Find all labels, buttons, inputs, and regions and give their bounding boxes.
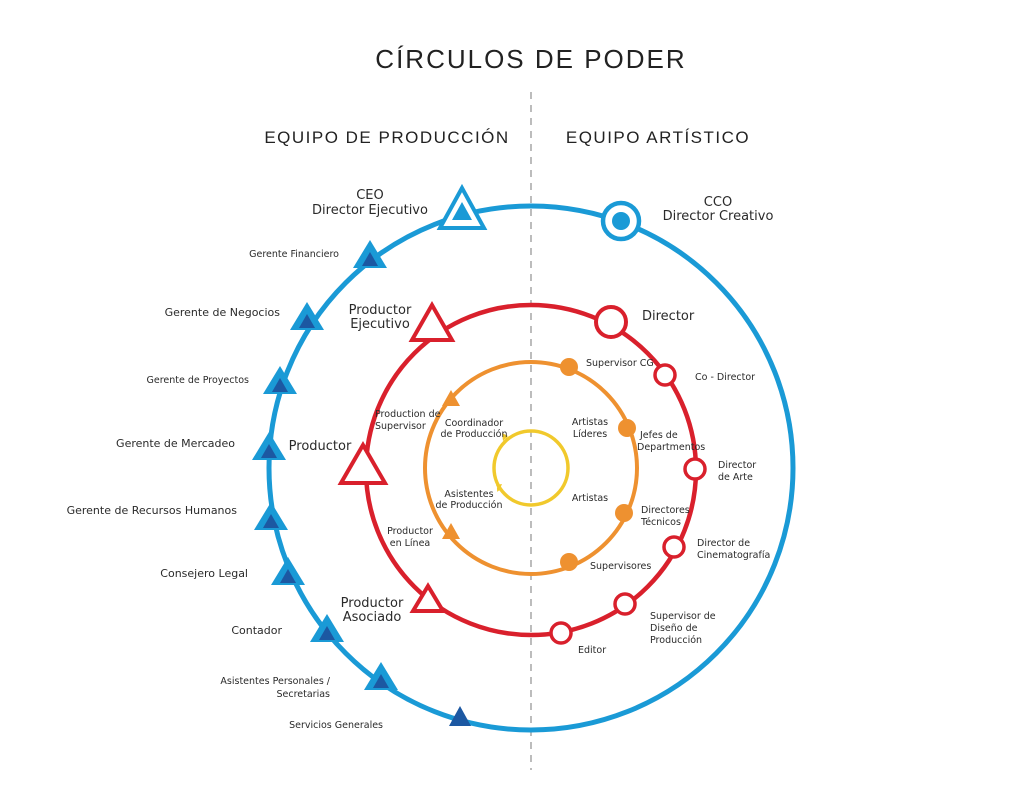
executive-producer-label-1: Productor [349,303,412,318]
art-director-label-1: Director [718,460,756,471]
business-manager-label: Gerente de Negocios [165,306,281,319]
supervisors-label: Supervisores [590,561,651,572]
ceo-label: CEO [356,188,384,203]
orange-ring [423,360,639,576]
production-assistants-label-2: de Producción [436,500,503,511]
red-circle-markers [549,305,707,645]
art-director-label-2: de Arte [718,472,753,483]
production-coordinator-label-2: de Producción [441,429,508,440]
yellow-ring [492,429,570,507]
red-triangle-markers [337,300,456,613]
lead-artists-label-1: Artistas [572,417,608,428]
production-supervisor-label-1: Production de [375,409,441,420]
production-assistants-label-1: Asistentes [444,489,493,500]
editor-label: Editor [578,645,606,656]
cinematography-director-label-2: Cinematografía [697,550,770,561]
yellow-arrow-head-top [502,433,508,441]
co-director-label: Co - Director [695,372,755,383]
department-heads-label-2: Departmentos [637,442,705,453]
line-producer-label-2: en Línea [390,538,431,549]
marketing-manager-label: Gerente de Mercadeo [116,437,235,450]
legal-counsel-label: Consejero Legal [160,567,248,580]
production-coordinator-label-1: Coordinador [445,418,503,429]
blue-triangle-markers [252,240,471,726]
technical-directors-label-2: Técnicos [640,517,681,528]
technical-directors-label-1: Directores [641,505,690,516]
diagram-title: CÍRCULOS DE PODER [375,44,686,74]
department-heads-label-1: Jefes de [639,430,678,441]
accountant-label: Contador [231,624,282,637]
secretaries-label: Secretarias [276,689,330,700]
hr-manager-label: Gerente de Recursos Humanos [67,504,238,517]
yellow-arrow-head-bottom [496,484,502,491]
production-supervisor-label-2: Supervisor [375,421,426,432]
producer-label: Productor [289,439,352,454]
project-manager-label: Gerente de Proyectos [146,375,249,386]
ceo-marker [436,183,488,230]
artists-label: Artistas [572,493,608,504]
executive-director-label: Director Ejecutivo [312,203,428,218]
cg-supervisor-label: Supervisor CG [586,358,654,369]
lead-artists-label-2: Líderes [573,429,607,440]
associate-producer-label-1: Productor [341,596,404,611]
production-design-supervisor-label-2: Diseño de [650,623,698,634]
outer-blue-ring [266,203,796,733]
associate-producer-label-2: Asociado [343,610,402,625]
cco-label: CCO [704,195,732,210]
personal-assistants-label: Asistentes Personales / [220,676,330,687]
line-producer-label-1: Productor [387,526,433,537]
general-services-label: Servicios Generales [289,720,383,731]
cco-marker [600,200,642,242]
creative-director-label: Director Creativo [663,209,774,224]
director-label: Director [642,309,695,324]
financial-manager-label: Gerente Financiero [249,249,339,260]
artistic-team-heading: EQUIPO ARTÍSTICO [566,128,750,147]
executive-producer-label-2: Ejecutivo [350,317,410,332]
cinematography-director-label-1: Director de [697,538,750,549]
production-design-supervisor-label-1: Supervisor de [650,611,716,622]
production-team-heading: EQUIPO DE PRODUCCIÓN [264,128,509,147]
orange-markers [442,358,636,571]
production-design-supervisor-label-3: Producción [650,635,702,646]
